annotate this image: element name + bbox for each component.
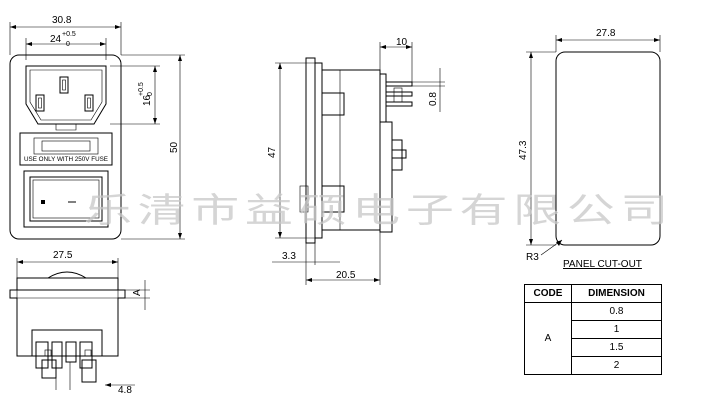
code-cell: A — [524, 302, 572, 375]
terminal-pitch-label: 4.8 — [118, 385, 132, 396]
inlet-width-tol-upper: +0.5 — [62, 31, 76, 38]
inlet-width-tol-lower: 0 — [66, 41, 70, 48]
side-view: 10 0.8 47 3.3 20.5 — [267, 37, 445, 285]
flange-thickness-label: 3.3 — [282, 251, 296, 262]
dimension-table: CODE DIMENSION A 0.8 1 1.5 2 — [524, 284, 662, 375]
body-height-label: 47 — [267, 146, 278, 158]
dimension-cell: 2 — [571, 356, 662, 375]
table-row: A 0.8 — [524, 302, 662, 375]
front-view: 30.8 24 +0.5 0 USE ONLY WITH 250V FUSE — [9, 15, 185, 240]
body-depth-label: 20.5 — [336, 270, 356, 281]
panel-cutout-title: PANEL CUT-OUT — [563, 259, 642, 270]
dimension-cell: 1.5 — [571, 338, 662, 357]
header-code: CODE — [524, 284, 572, 303]
overall-width-label: 30.8 — [52, 15, 72, 26]
inlet-height-label: 16 — [142, 94, 153, 106]
dimension-cell: 1 — [571, 320, 662, 339]
table-header-row: CODE DIMENSION — [524, 284, 662, 303]
overall-height-label: 50 — [169, 141, 180, 153]
bottom-view: 27.5 4.8 A — [9, 250, 150, 396]
terminal-thickness-label: 0.8 — [428, 92, 439, 106]
corner-radius-label: R3 — [526, 252, 539, 263]
header-dimension: DIMENSION — [571, 284, 662, 303]
inlet-height-tol-upper: +0.5 — [138, 82, 145, 96]
fuse-warning-label: USE ONLY WITH 250V FUSE — [24, 156, 109, 163]
terminal-length-label: 10 — [396, 37, 408, 48]
cutout-width-label: 27.8 — [596, 28, 616, 39]
panel-cutout-view: 27.8 47.3 R3 — [518, 28, 661, 263]
cutout-height-label: 47.3 — [518, 140, 529, 160]
inlet-width-label: 24 — [50, 34, 62, 45]
company-watermark: 乐清市益硕电子有限公司 — [84, 191, 674, 231]
dimension-cell: 0.8 — [571, 302, 662, 321]
bottom-width-label: 27.5 — [53, 250, 73, 261]
dim-a-label: A — [132, 289, 143, 296]
table-row: 2 — [525, 356, 662, 375]
inlet-height-tol-lower: 0 — [147, 92, 154, 96]
